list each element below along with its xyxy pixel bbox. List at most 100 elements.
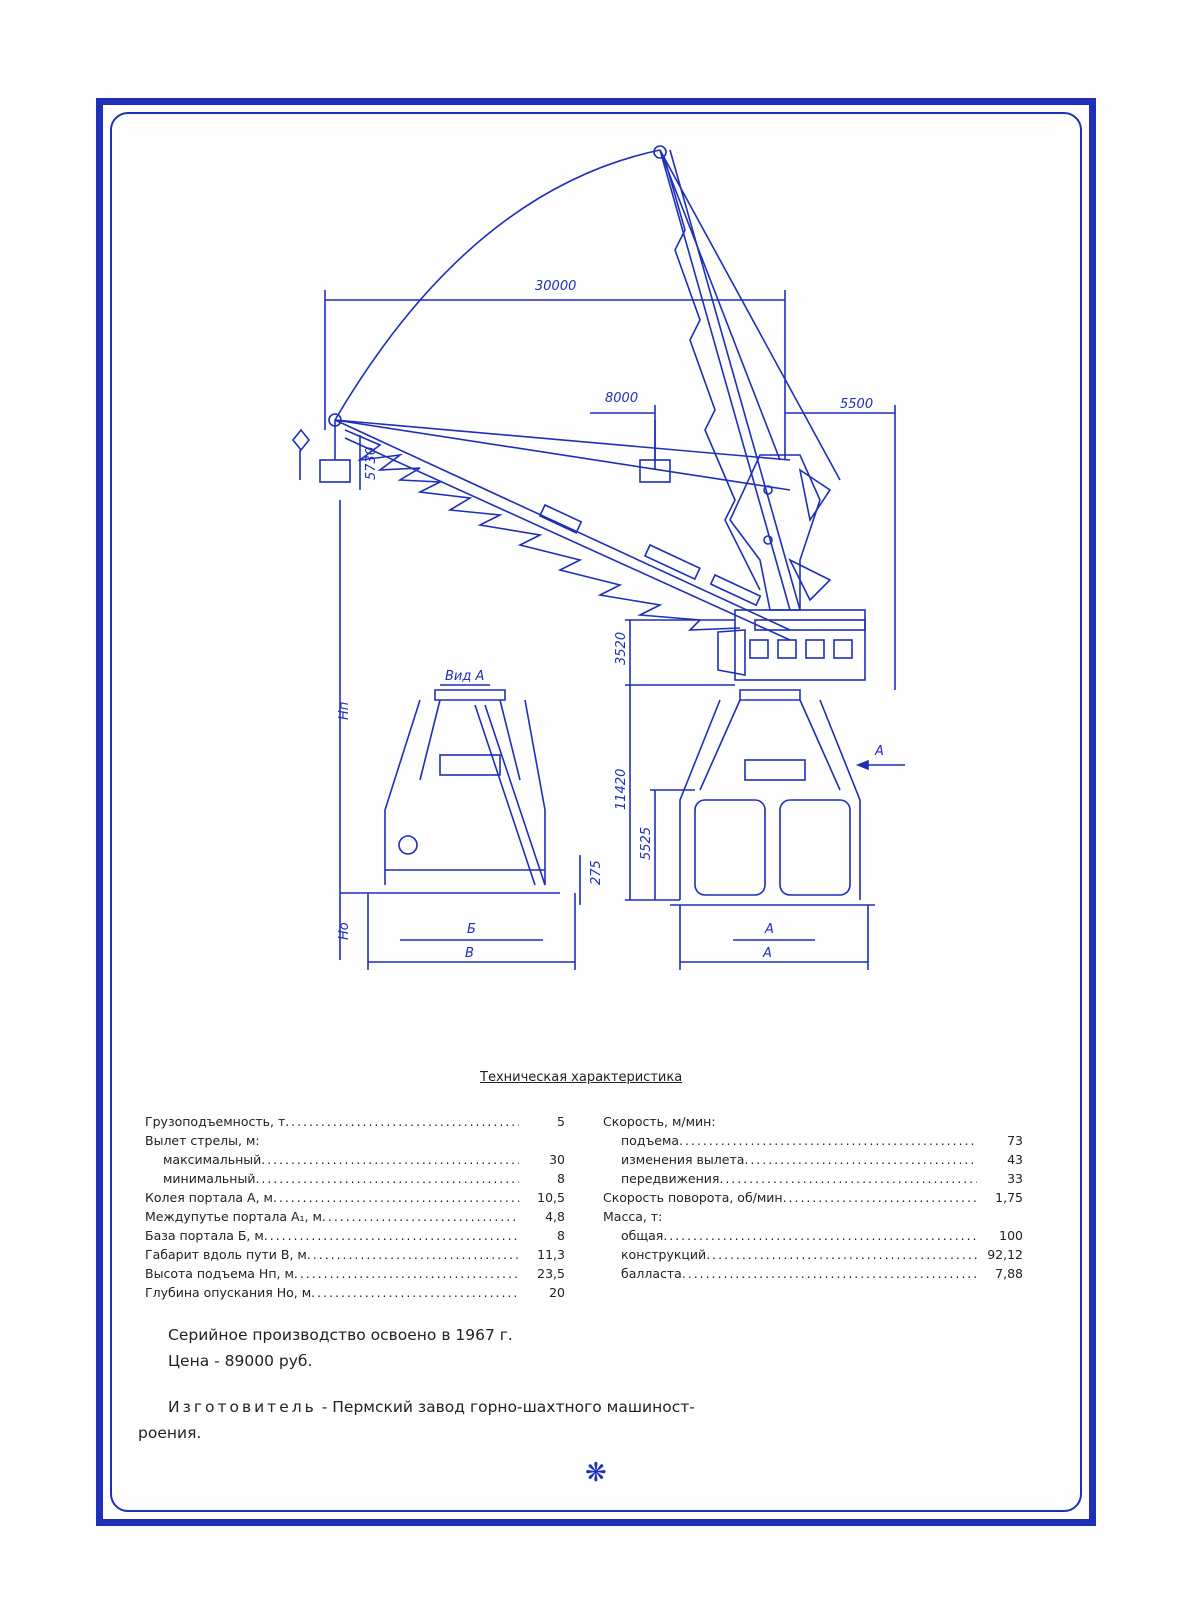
- arrow-a-label: А: [874, 744, 884, 759]
- leader-dots: [679, 1131, 977, 1150]
- outer-frame: [96, 98, 1096, 1526]
- spec-label: подъема: [621, 1133, 680, 1148]
- leader-dots: [706, 1245, 977, 1264]
- leader-dots: [285, 1112, 519, 1131]
- side-portal: [370, 689, 560, 894]
- dim-ho: Но: [337, 922, 352, 940]
- spec-label: Скорость, м/мин:: [603, 1114, 716, 1129]
- spec-value: 11,3: [537, 1247, 565, 1262]
- spec-row: Скорость поворота, об/мин 1,75: [603, 1188, 1023, 1207]
- spec-label: Колея портала А, м: [145, 1190, 273, 1205]
- dim-11420: 11420: [614, 769, 629, 810]
- spec-value: 10,5: [537, 1190, 565, 1205]
- spec-row: Скорость, м/мин:: [603, 1112, 1023, 1131]
- spec-label: База портала Б, м: [145, 1228, 264, 1243]
- spec-label: Масса, т:: [603, 1209, 663, 1224]
- spec-row: Колея портала А, м 10,5: [145, 1188, 565, 1207]
- spec-row: балласта 7,88: [603, 1264, 1023, 1283]
- serial-production: Серийное производство освоено в 1967 г.: [168, 1326, 513, 1344]
- spec-label: изменения вылета: [621, 1152, 745, 1167]
- spec-row: Междупутье портала А₁, м 4,8: [145, 1207, 565, 1226]
- spec-value: 7,88: [995, 1266, 1023, 1281]
- grab-near: [639, 420, 671, 483]
- spec-title: Техническая характеристика: [480, 1070, 683, 1085]
- spec-label: Высота подъема Нп, м: [145, 1266, 294, 1281]
- spec-label: Глубина опускания Но, м: [145, 1285, 312, 1300]
- leader-dots: [255, 1169, 519, 1188]
- manufacturer-name: - Пермский завод горно-шахтного машиност…: [321, 1398, 695, 1416]
- machinery-cabin: [717, 609, 866, 681]
- spec-value: 73: [1007, 1133, 1023, 1148]
- grab-far: [291, 413, 351, 483]
- spec-row: Масса, т:: [603, 1207, 1023, 1226]
- spec-value: 92,12: [987, 1247, 1023, 1262]
- spec-value: 23,5: [537, 1266, 565, 1281]
- dim-5500: 5500: [840, 397, 873, 412]
- dim-30000: 30000: [535, 279, 576, 294]
- mast: [729, 454, 832, 611]
- spec-value: 8: [557, 1228, 565, 1243]
- spec-value: [977, 1112, 1023, 1131]
- spec-value: 8: [557, 1171, 565, 1186]
- spec-value: 43: [1007, 1152, 1023, 1167]
- dim-a1: А: [764, 922, 774, 937]
- spec-row: изменения вылета 43: [603, 1150, 1023, 1169]
- dim-275: 275: [589, 860, 604, 885]
- boom-raised: [653, 145, 841, 611]
- dim-5730: 5730: [364, 447, 379, 480]
- manufacturer-label: Изготовитель: [168, 1398, 317, 1416]
- inner-frame: [110, 112, 1082, 1512]
- spec-row: Глубина опускания Но, м 20: [145, 1283, 565, 1302]
- spec-value: 1,75: [995, 1190, 1023, 1205]
- manufacturer: Изготовитель - Пермский завод горно-шахт…: [168, 1398, 695, 1416]
- spec-value: 20: [549, 1285, 565, 1300]
- spec-label: минимальный: [163, 1171, 256, 1186]
- spec-label: общая: [621, 1228, 664, 1243]
- spec-value: 30: [549, 1152, 565, 1167]
- spec-row: максимальный 30: [145, 1150, 565, 1169]
- spec-row: Вылет стрелы, м:: [145, 1131, 565, 1150]
- dim-3520: 3520: [614, 632, 629, 665]
- spec-value: [519, 1131, 565, 1150]
- ornament-icon: ❋: [585, 1458, 607, 1488]
- spec-row: Высота подъема Нп, м 23,5: [145, 1264, 565, 1283]
- boom-lowered: [334, 419, 791, 641]
- spec-row: передвижения 33: [603, 1169, 1023, 1188]
- leader-dots: [322, 1207, 519, 1226]
- spec-label: максимальный: [163, 1152, 262, 1167]
- leader-dots: [294, 1264, 519, 1283]
- dim-b-large: В: [465, 946, 474, 961]
- leader-dots: [719, 1169, 977, 1188]
- spec-value: 4,8: [545, 1209, 565, 1224]
- spec-value: 5: [557, 1114, 565, 1129]
- leader-dots: [744, 1150, 977, 1169]
- front-portal: [670, 689, 875, 906]
- spec-label: Грузоподъемность, т: [145, 1114, 286, 1129]
- leader-dots: [307, 1245, 519, 1264]
- dim-5525: 5525: [639, 827, 654, 860]
- spec-row: минимальный 8: [145, 1169, 565, 1188]
- spec-label: Междупутье портала А₁, м: [145, 1209, 322, 1224]
- manufacturer-cont: роения.: [138, 1424, 202, 1442]
- spec-row: Габарит вдоль пути В, м11,3: [145, 1245, 565, 1264]
- spec-right-column: Скорость, м/мин: подъема 73 изменения вылет…: [603, 1112, 1023, 1283]
- dim-hn: Нп: [337, 701, 352, 720]
- spec-row: подъема 73: [603, 1131, 1023, 1150]
- luffing-arc: [334, 149, 661, 421]
- leader-dots: [273, 1188, 519, 1207]
- spec-label: Скорость поворота, об/мин: [603, 1190, 783, 1205]
- leader-dots: [311, 1283, 519, 1302]
- price: Цена - 89000 руб.: [168, 1352, 313, 1370]
- spec-label: балласта: [621, 1266, 682, 1281]
- leader-dots: [682, 1264, 977, 1283]
- spec-value: 33: [1007, 1171, 1023, 1186]
- spec-row: общая100: [603, 1226, 1023, 1245]
- spec-label: конструкций: [621, 1247, 707, 1262]
- leader-dots: [783, 1188, 977, 1207]
- spec-label: передвижения: [621, 1171, 720, 1186]
- view-a-label: Вид А: [445, 669, 484, 684]
- leader-dots: [264, 1226, 519, 1245]
- spec-value: [977, 1207, 1023, 1226]
- leader-dots: [261, 1150, 519, 1169]
